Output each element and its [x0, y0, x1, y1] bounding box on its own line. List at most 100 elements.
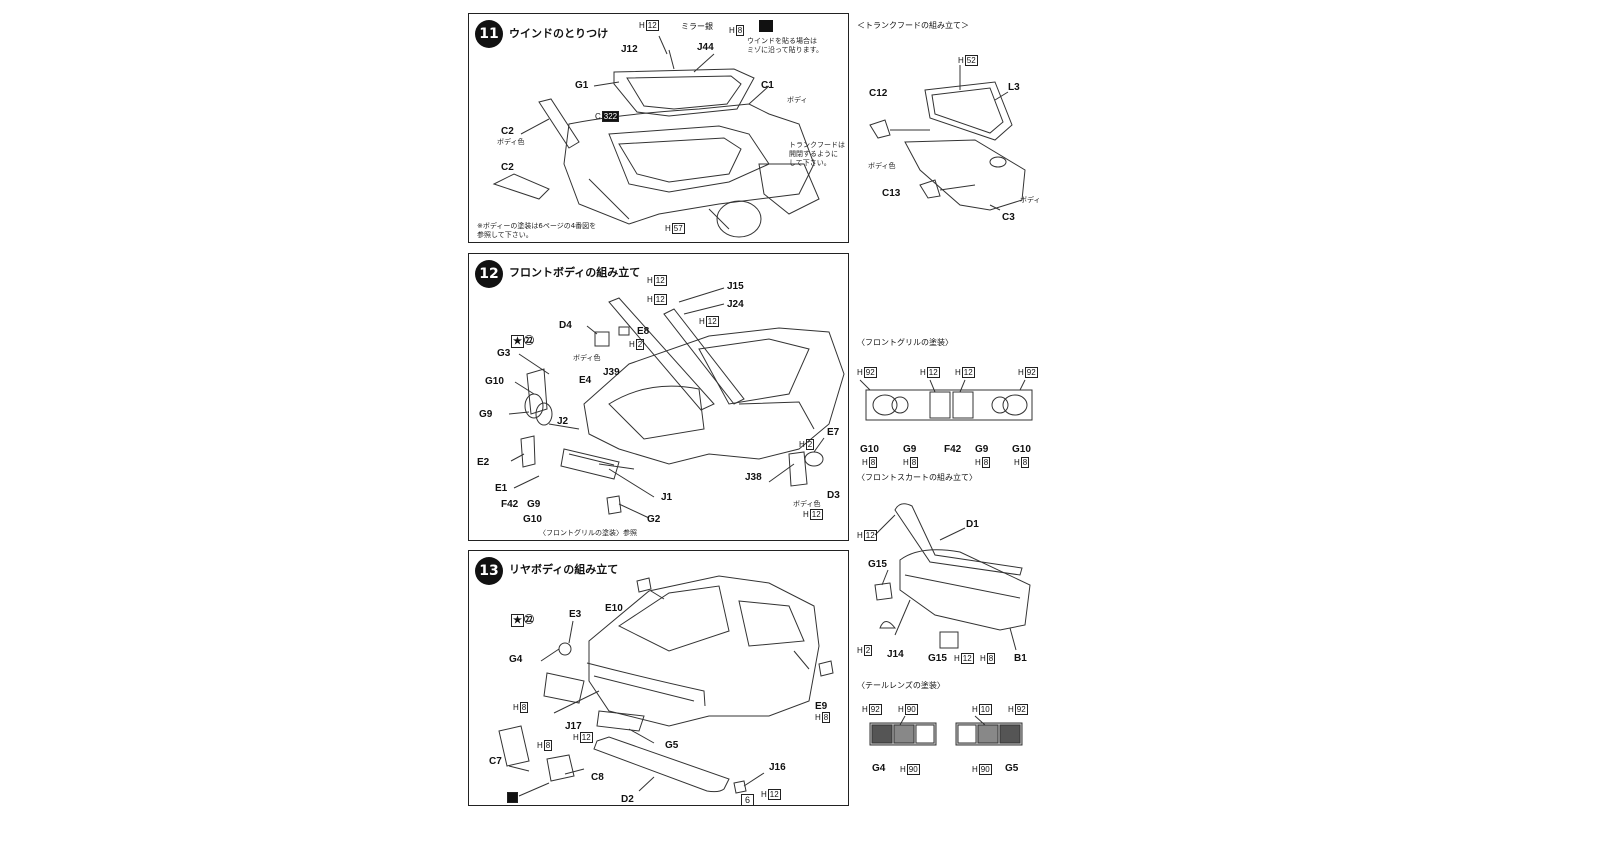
label-g10-top: G10: [485, 376, 504, 387]
label-e3: E3: [569, 609, 582, 620]
label-j39: J39: [603, 367, 620, 378]
step11-number: 11: [475, 20, 503, 48]
label-g10-bottom: G10: [523, 514, 542, 525]
grille-label-g9-right: G9: [975, 444, 989, 455]
step11-logo-icon: [759, 20, 773, 32]
label-j15: J15: [727, 281, 744, 292]
label-l3: L3: [1008, 82, 1020, 93]
step13-star: ★㉒: [511, 614, 534, 627]
label-g15-top: G15: [868, 559, 887, 570]
label-j24: J24: [727, 299, 744, 310]
label-f42: F42: [501, 499, 519, 510]
step12-d3-body-color: ボディ色: [793, 500, 821, 508]
label-j1: J1: [661, 492, 673, 503]
step12-title: フロントボディの組み立て: [509, 266, 641, 279]
grille-label-f42: F42: [944, 444, 962, 455]
label-e9: E9: [815, 701, 828, 712]
step13-drawing: [498, 575, 834, 797]
label-c7: C7: [489, 756, 502, 767]
label-g4: G4: [509, 654, 523, 665]
step12-panel: 12 フロントボディの組み立て: [468, 253, 849, 541]
tail-title: 〈テールレンズの塗装〉: [857, 681, 945, 690]
label-j16: J16: [769, 762, 786, 773]
label-c12: C12: [869, 88, 888, 99]
label-d3: D3: [827, 490, 840, 501]
step12-star: ★㉒: [511, 335, 534, 348]
step13-marker-icon: [507, 792, 518, 803]
step11-drawing: [492, 35, 820, 238]
label-d4: D4: [559, 320, 572, 331]
trunk-body-color: ボディ色: [868, 162, 896, 170]
label-c1: C1: [761, 80, 774, 91]
label-e2: E2: [477, 457, 490, 468]
label-c8: C8: [591, 772, 604, 783]
label-g15-bottom: G15: [928, 653, 947, 664]
step11-window-note: ウインドを貼る場合はミゾに沿って貼ります。: [747, 37, 823, 54]
trunk-title: ＜トランクフードの組み立て＞: [857, 21, 969, 30]
label-g9-top: G9: [479, 409, 493, 420]
label-g5: G5: [665, 740, 679, 751]
label-c3: C3: [1002, 212, 1015, 223]
label-c2-top: C2: [501, 126, 514, 137]
step11-trunk-note: トランクフードは開閉するようにして下さい。: [789, 141, 845, 167]
grille-label-g10-right: G10: [1012, 444, 1031, 455]
label-g2: G2: [647, 514, 661, 525]
step11-paint-note: ※ボディーの塗装は6ページの4番図を参照して下さい。: [477, 222, 597, 239]
label-j2: J2: [557, 416, 569, 427]
label-e1: E1: [495, 483, 508, 494]
tail-label-g5: G5: [1005, 763, 1019, 774]
grille-label-g10-left: G10: [860, 444, 879, 455]
step13-number: 13: [475, 557, 503, 585]
step12-drawing: [508, 287, 845, 519]
label-c13: C13: [882, 188, 901, 199]
page-number: 6: [741, 794, 755, 806]
label-g9-bottom: G9: [527, 499, 541, 510]
step12-number: 12: [475, 260, 503, 288]
label-j44: J44: [697, 42, 714, 53]
label-d1: D1: [966, 519, 979, 530]
tail-label-g4: G4: [872, 763, 886, 774]
label-e8: E8: [637, 326, 650, 337]
label-g1: G1: [575, 80, 589, 91]
label-c2-bottom: C2: [501, 162, 514, 173]
label-j17: J17: [565, 721, 582, 732]
grille-label-g9-left: G9: [903, 444, 917, 455]
step13-title: リヤボディの組み立て: [509, 563, 619, 576]
step12-d4-body-color: ボディ色: [573, 354, 601, 362]
step13-panel: 13 リヤボディの組み立て E10: [468, 550, 849, 806]
label-j14: J14: [887, 649, 904, 660]
